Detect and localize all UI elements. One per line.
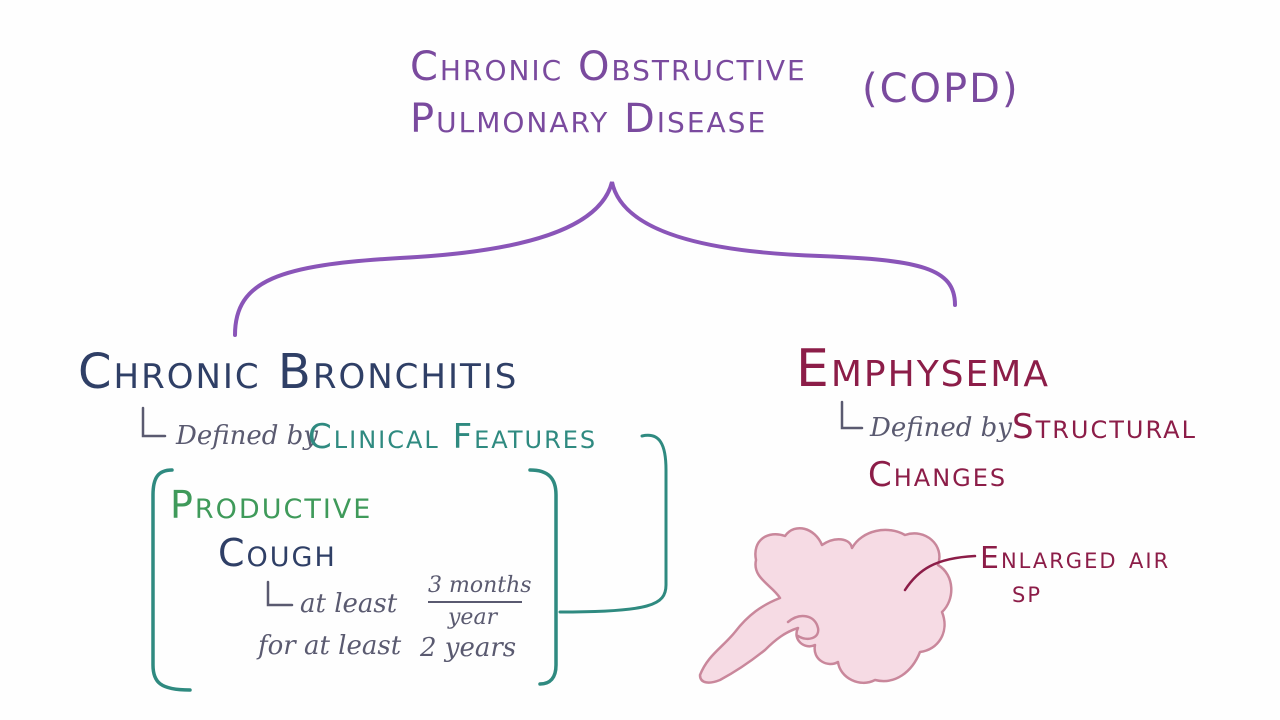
- features-connector: [558, 433, 668, 614]
- productive-text: Productive: [170, 483, 372, 527]
- years-text: 2 years: [419, 633, 516, 663]
- per-year-text: year: [447, 605, 499, 630]
- branch-brace: [233, 181, 957, 337]
- chronic-bronchitis-heading: Chronic Bronchitis: [78, 344, 518, 400]
- cough-text: Cough: [218, 531, 337, 575]
- enlarged-air-space-illustration: [698, 526, 953, 685]
- left-square-bracket: [151, 468, 192, 692]
- enlarged-air-label-continued: sp: [1012, 575, 1042, 610]
- criteria-hook: [266, 580, 294, 607]
- airway-branch: [786, 614, 820, 640]
- air-space-pointer: [903, 554, 977, 592]
- chronic-bronchitis-group: Chronic Bronchitis Defined by Clinical F…: [78, 344, 668, 692]
- clinical-features-text: Clinical Features: [308, 417, 597, 457]
- left-defined-prefix: Defined by: [175, 421, 318, 451]
- right-square-bracket: [528, 468, 558, 686]
- for-at-least-text: for at least: [256, 631, 402, 661]
- title-line-1: Chronic Obstructive: [410, 44, 807, 90]
- months-text: 3 months: [428, 573, 532, 598]
- changes-text: Changes: [868, 455, 1007, 495]
- structural-text: Structural: [1012, 407, 1197, 447]
- left-defined-hook: [141, 406, 167, 438]
- right-defined-prefix: Defined by: [869, 413, 1012, 443]
- title-group: Chronic Obstructive Pulmonary Disease (C…: [410, 44, 1020, 142]
- at-least-text: at least: [300, 589, 398, 619]
- right-defined-hook: [840, 400, 864, 430]
- title-line-2: Pulmonary Disease: [410, 96, 767, 142]
- title-abbreviation: (COPD): [862, 66, 1020, 112]
- emphysema-group: Emphysema Defined by Structural Changes …: [698, 339, 1197, 685]
- enlarged-air-label: Enlarged air: [980, 541, 1170, 576]
- emphysema-heading: Emphysema: [796, 339, 1050, 399]
